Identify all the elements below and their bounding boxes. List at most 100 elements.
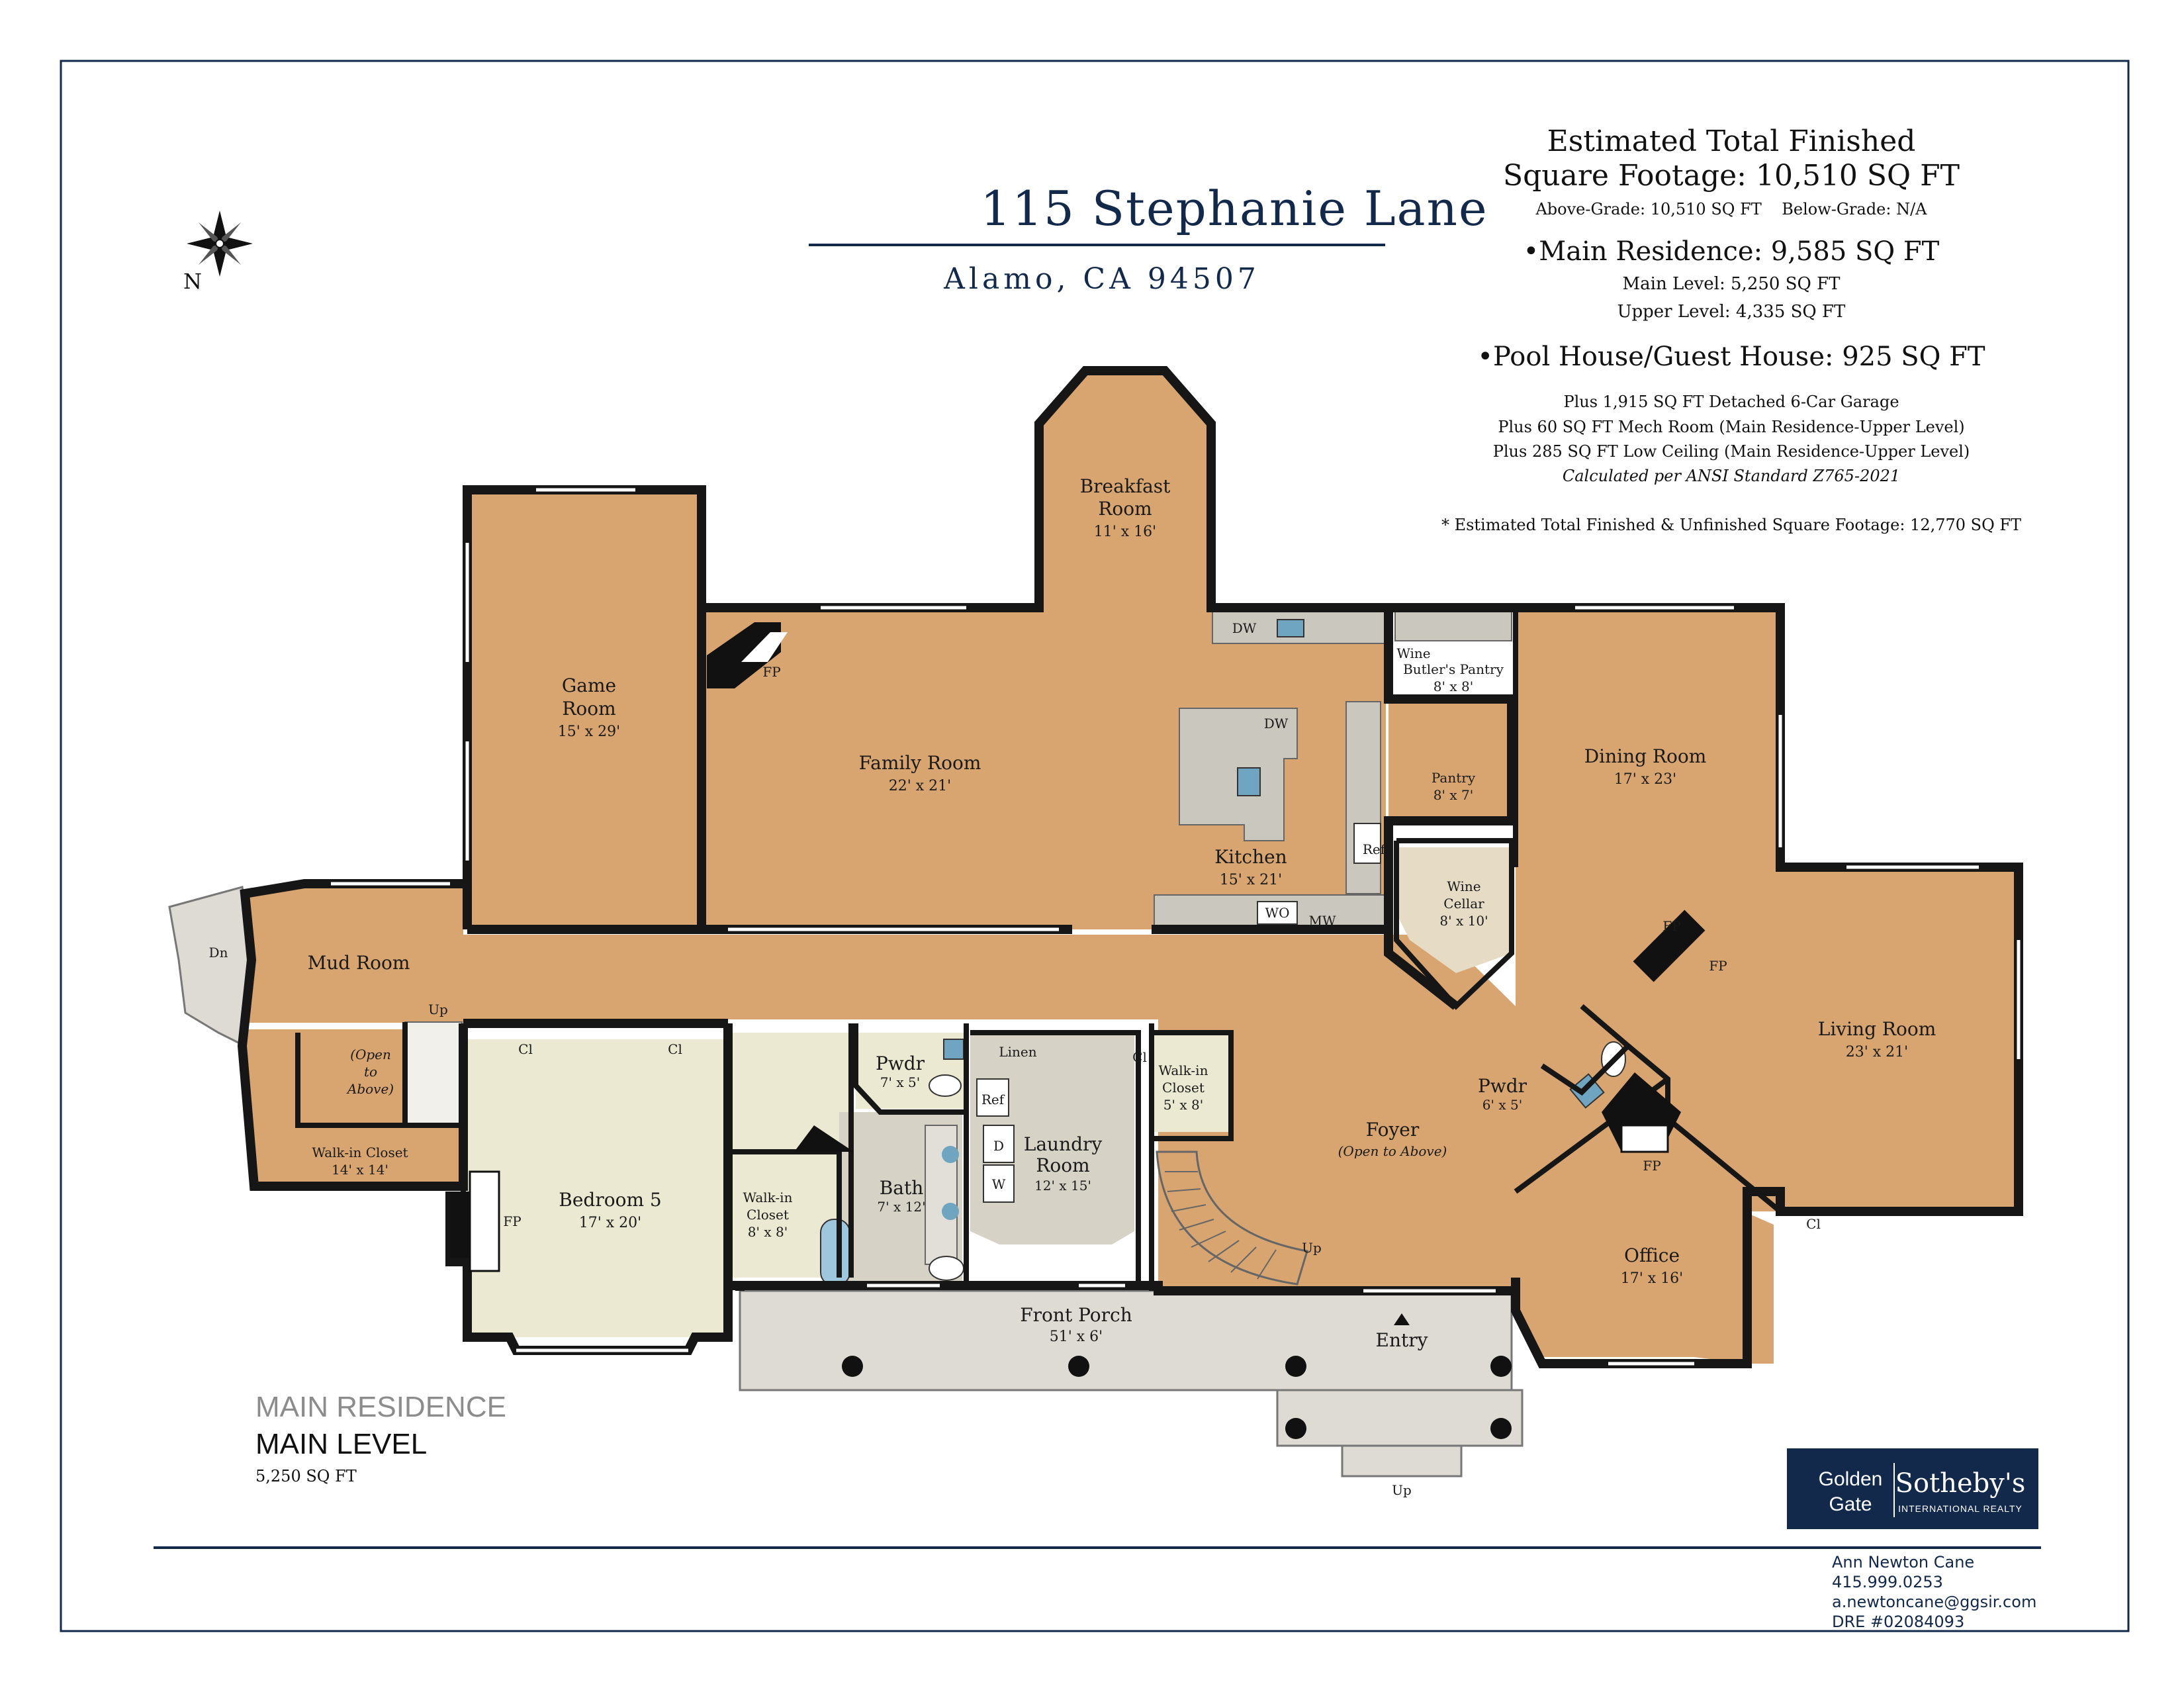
fp-label-bedroom: FP <box>503 1213 521 1229</box>
dining-label: Dining Room <box>1584 745 1707 767</box>
dn-label: Dn <box>209 945 228 961</box>
wo-label: WO <box>1265 905 1290 921</box>
butlers-label-2: Butler's Pantry <box>1403 661 1504 677</box>
summary-pool-house: •Pool House/Guest House: 925 SQ FT <box>1477 342 1985 372</box>
walkin-bed-label-1: Walk-in <box>743 1190 793 1205</box>
family-label: Family Room <box>859 752 981 774</box>
fp-label-family: FP <box>762 664 780 680</box>
breakfast-label-2: Room <box>1098 498 1152 520</box>
foyer-label: Foyer <box>1366 1119 1420 1141</box>
agent-phone: 415.999.0253 <box>1832 1573 1943 1591</box>
bath-label: Bath <box>880 1177 924 1199</box>
compass-rose-icon <box>187 211 253 277</box>
breakfast-label-1: Breakfast <box>1080 475 1171 497</box>
bath-dim: 7' x 12' <box>877 1199 925 1215</box>
agency-logo: Golden Gate Sotheby's INTERNATIONAL REAL… <box>1787 1448 2038 1529</box>
wine-cellar-label-2: Cellar <box>1443 896 1484 912</box>
fireplaces <box>450 622 1706 1272</box>
summary-upper-level: Upper Level: 4,335 SQ FT <box>1617 302 1846 322</box>
pantry-dim: 8' x 7' <box>1433 787 1473 803</box>
living-dim: 23' x 21' <box>1846 1044 1908 1060</box>
open-above-1: (Open <box>350 1047 391 1062</box>
logo-golden: Golden <box>1819 1468 1883 1490</box>
office-label: Office <box>1624 1244 1680 1266</box>
walkin-foyer-dim: 5' x 8' <box>1163 1097 1203 1113</box>
fp-label-living: FP <box>1709 958 1727 974</box>
porch-label: Front Porch <box>1020 1304 1132 1326</box>
cl-label-3: Cl <box>1132 1049 1147 1065</box>
dw-label-2: DW <box>1264 716 1289 731</box>
agent-dre: DRE #02084093 <box>1832 1613 1964 1631</box>
page-frame <box>60 60 2130 1632</box>
summary-heading-1: Estimated Total Finished <box>1547 124 1916 158</box>
summary-calc: Calculated per ANSI Standard Z765-2021 <box>1563 467 1900 485</box>
logo-sub: INTERNATIONAL REALTY <box>1898 1503 2023 1514</box>
game-label-1: Game <box>562 675 616 696</box>
agent-name: Ann Newton Cane <box>1832 1553 1974 1571</box>
kitchen-counters <box>1154 608 1512 929</box>
office-dim: 17' x 16' <box>1621 1270 1683 1287</box>
pwdr-right-label: Pwdr <box>1478 1075 1527 1097</box>
open-above-3: Above) <box>346 1081 394 1097</box>
foyer-note: (Open to Above) <box>1338 1143 1447 1159</box>
laundry-dim: 12' x 15' <box>1034 1178 1091 1194</box>
breakfast-dim: 11' x 16' <box>1094 524 1156 540</box>
ref-label-kitchen: Ref <box>1363 841 1387 857</box>
summary-main-residence: •Main Residence: 9,585 SQ FT <box>1524 236 1940 267</box>
laundry-label-2: Room <box>1036 1154 1089 1176</box>
address-title: 115 Stephanie Lane <box>980 181 1488 236</box>
washer-label: W <box>992 1176 1006 1192</box>
logo-gate: Gate <box>1829 1493 1872 1515</box>
butlers-dim: 8' x 8' <box>1433 679 1473 694</box>
summary-extra-2: Plus 60 SQ FT Mech Room (Main Residence-… <box>1498 418 1964 436</box>
compass-north-label: N <box>183 269 202 294</box>
pwdr-right-dim: 6' x 5' <box>1482 1097 1522 1113</box>
fp-label-office: FP <box>1643 1158 1661 1174</box>
dw-label-1: DW <box>1232 620 1257 636</box>
entry-label: Entry <box>1376 1329 1428 1351</box>
game-dim: 15' x 29' <box>558 724 620 740</box>
ref-label-laundry: Ref <box>981 1092 1005 1107</box>
open-above-2: to <box>364 1064 377 1080</box>
kitchen-label: Kitchen <box>1214 846 1287 868</box>
mud-label: Mud Room <box>308 952 410 974</box>
level-name: MAIN LEVEL <box>255 1428 427 1460</box>
logo-brand: Sotheby's <box>1895 1468 2026 1499</box>
kitchen-dim: 15' x 21' <box>1220 872 1282 888</box>
entry-arrow-icon <box>1394 1313 1410 1325</box>
up-label-foyer: Up <box>1302 1240 1322 1256</box>
fp-label-dining: FP <box>1662 918 1680 934</box>
butlers-label-1: Wine <box>1396 645 1430 661</box>
fixture-labels: DW DW FP FP FP FP FP Ref Ref WO MW Cl Cl… <box>209 620 1821 1498</box>
level-sqft: 5,250 SQ FT <box>255 1467 357 1485</box>
cl-label-4: Cl <box>1806 1216 1821 1232</box>
laundry-label-1: Laundry <box>1024 1133 1103 1155</box>
walkin-foyer-label-2: Closet <box>1162 1080 1205 1096</box>
up-label-left: Up <box>428 1002 448 1017</box>
dryer-label: D <box>993 1138 1004 1154</box>
pantry-label: Pantry <box>1432 770 1476 786</box>
bedroom5-label: Bedroom 5 <box>559 1189 661 1211</box>
dining-dim: 17' x 23' <box>1614 771 1676 788</box>
city-subtitle: Alamo, CA 94507 <box>943 262 1260 296</box>
linen-label: Linen <box>999 1044 1036 1060</box>
cl-label-1: Cl <box>518 1041 533 1057</box>
agent-email: a.newtoncane@ggsir.com <box>1832 1593 2036 1611</box>
walkin-left-dim: 14' x 14' <box>332 1162 388 1178</box>
wine-cellar-dim: 8' x 10' <box>1439 913 1488 929</box>
summary-heading-2: Square Footage: 10,510 SQ FT <box>1503 159 1960 193</box>
walkin-left-label: Walk-in Closet <box>312 1145 408 1160</box>
summary-extra-1: Plus 1,915 SQ FT Detached 6-Car Garage <box>1563 393 1899 411</box>
level-building: MAIN RESIDENCE <box>255 1391 506 1423</box>
walkin-foyer-label-1: Walk-in <box>1159 1062 1208 1078</box>
bath-fixtures <box>820 1039 1626 1286</box>
living-label: Living Room <box>1818 1018 1936 1040</box>
summary-total-note: * Estimated Total Finished & Unfinished … <box>1441 516 2021 534</box>
walkin-bed-dim: 8' x 8' <box>748 1224 788 1240</box>
family-dim: 22' x 21' <box>889 778 951 794</box>
pwdr-left-dim: 7' x 5' <box>880 1074 920 1090</box>
bedroom5-dim: 17' x 20' <box>579 1215 641 1231</box>
pwdr-left-label: Pwdr <box>876 1053 925 1074</box>
wine-cellar-label-1: Wine <box>1447 878 1480 894</box>
